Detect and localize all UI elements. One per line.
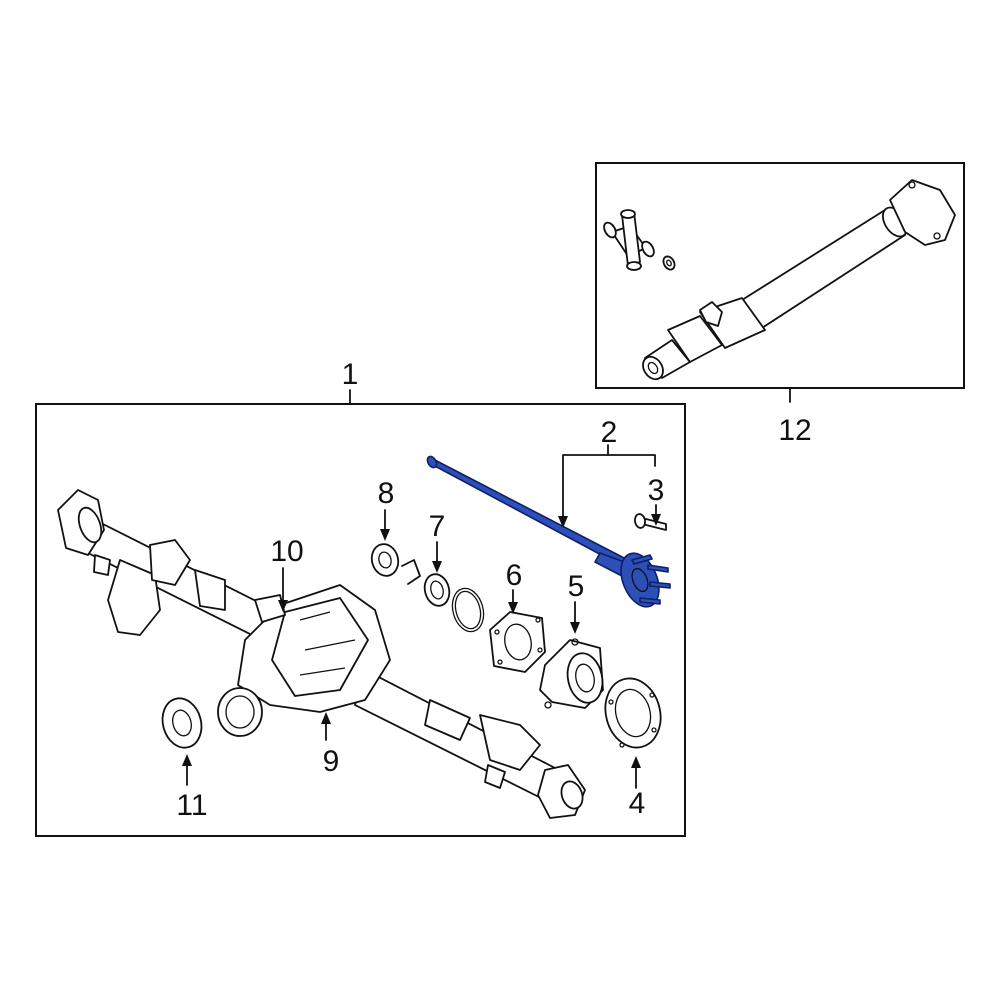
pinion-seal[interactable]	[157, 694, 207, 752]
backing-plate-gasket[interactable]	[598, 672, 668, 754]
callout-4[interactable]: 4	[629, 787, 646, 820]
bearing-housing[interactable]	[539, 638, 607, 709]
callout-7[interactable]: 7	[429, 510, 446, 543]
axle-shaft[interactable]	[426, 455, 671, 613]
leader-lines	[182, 387, 791, 789]
callout-9[interactable]: 9	[323, 745, 340, 778]
bearing[interactable]	[401, 559, 488, 635]
callout-1[interactable]: 1	[342, 358, 359, 391]
u-joint[interactable]	[602, 209, 677, 272]
wheel-bolt[interactable]	[634, 513, 667, 531]
callout-10[interactable]: 10	[270, 535, 303, 568]
retainer-plate[interactable]	[489, 611, 546, 673]
callout-labels: 1 2 3 4 5 6 7 8 9 10 11 12	[176, 358, 811, 822]
drive-shaft[interactable]	[639, 179, 956, 383]
callout-8[interactable]: 8	[378, 477, 395, 510]
callout-12[interactable]: 12	[778, 414, 811, 447]
callout-2[interactable]: 2	[601, 416, 618, 449]
callout-3[interactable]: 3	[648, 474, 665, 507]
oil-seal[interactable]	[368, 541, 401, 579]
axle-assembly-frame	[35, 403, 686, 837]
callout-11[interactable]: 11	[176, 789, 207, 822]
axle-housing[interactable]	[57, 489, 586, 819]
callout-5[interactable]: 5	[568, 570, 585, 603]
callout-6[interactable]: 6	[506, 559, 523, 592]
driveshaft-frame	[595, 162, 965, 389]
